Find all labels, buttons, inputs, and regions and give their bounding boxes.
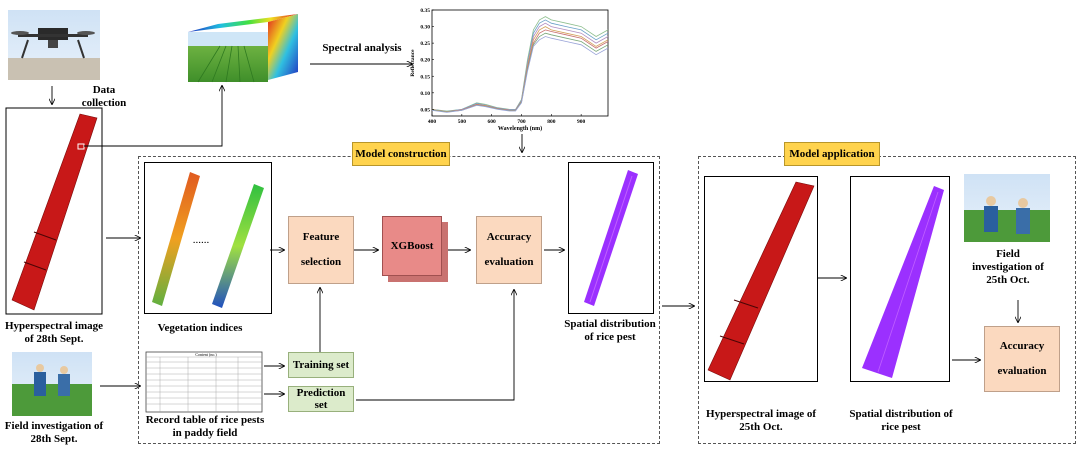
field-investigation-oct-label: Field investigation of 25th Oct. [972, 248, 1044, 286]
pest-distribution-strip-2 [862, 186, 944, 378]
model-construction-tag: Model construction [352, 142, 450, 166]
vegetation-indices-label: Vegetation indices [157, 322, 243, 334]
y-tick-label: 0.30 [420, 25, 430, 31]
hyperspectral-cube [188, 14, 298, 83]
ellipsis-label: ...... [192, 234, 210, 246]
red-field-strip-sept [11, 113, 98, 311]
vegetation-indices-frame [144, 162, 272, 314]
x-tick-label: 900 [577, 119, 586, 125]
spatial-distribution-label-2: Spatial distribution of rice pest [849, 408, 953, 433]
record-table [145, 351, 263, 413]
field-investigation-sept-label: Field investigation of 28th Sept. [4, 420, 104, 445]
accuracy-evaluation-box-2: Accuracy evaluation [984, 326, 1060, 392]
y-tick-label: 0.15 [420, 74, 430, 80]
feature-selection-box: Feature selection [288, 216, 354, 284]
red-field-strip-oct [707, 181, 815, 381]
connector-arrows [52, 64, 1018, 401]
x-tick-label: 500 [458, 119, 467, 125]
chart-plot-area [431, 9, 609, 117]
accuracy-evaluation-box-1: Accuracy evaluation [476, 216, 542, 284]
drone-photo [8, 10, 100, 80]
x-tick-label: 400 [428, 119, 437, 125]
spectral-chart: 400 500 600 700 800 900 0.05 0.10 0.15 0.20 0.25 0.… [410, 8, 609, 132]
spatial-distribution-frame-1 [568, 162, 654, 314]
y-tick-label: 0.10 [420, 91, 430, 97]
y-tick-label: 0.25 [420, 41, 430, 47]
hyperspectral-oct-frame [704, 176, 818, 382]
spatial-distribution-label-1: Spatial distribution of rice pest [564, 318, 656, 343]
spectral-analysis-label: Spectral analysis [322, 42, 402, 54]
pest-distribution-strip-1 [584, 170, 638, 306]
xgboost-box: XGBoost [382, 216, 442, 276]
y-tick-label: 0.35 [420, 8, 430, 14]
x-tick-label: 600 [488, 119, 497, 125]
x-axis-label: Wavelength (nm) [498, 125, 542, 132]
table-header: Content (no.) [195, 352, 217, 357]
hyperspectral-sept-label: Hyperspectral image of 28th Sept. [4, 320, 104, 345]
y-tick-label: 0.20 [420, 58, 430, 64]
x-tick-label: 800 [547, 119, 556, 125]
spectrum-line-7 [431, 36, 609, 113]
data-collection-label: Data collection [81, 84, 127, 109]
field-photo-sept [12, 352, 92, 416]
y-tick-label: 0.05 [420, 107, 430, 113]
model-application-tag: Model application [784, 142, 880, 166]
record-table-label: Record table of rice pests in paddy fiel… [145, 414, 265, 439]
prediction-set-box: Prediction set [288, 386, 354, 412]
model-application-section [698, 156, 1076, 444]
spatial-distribution-frame-2 [850, 176, 950, 382]
y-axis-label: Reflectance [410, 49, 416, 77]
vegetation-index-images [152, 172, 264, 308]
x-tick-label: 700 [517, 119, 526, 125]
hyperspectral-oct-label: Hyperspectral image of 25th Oct. [706, 408, 816, 433]
training-set-box: Training set [288, 352, 354, 378]
field-photo-oct [964, 174, 1050, 242]
